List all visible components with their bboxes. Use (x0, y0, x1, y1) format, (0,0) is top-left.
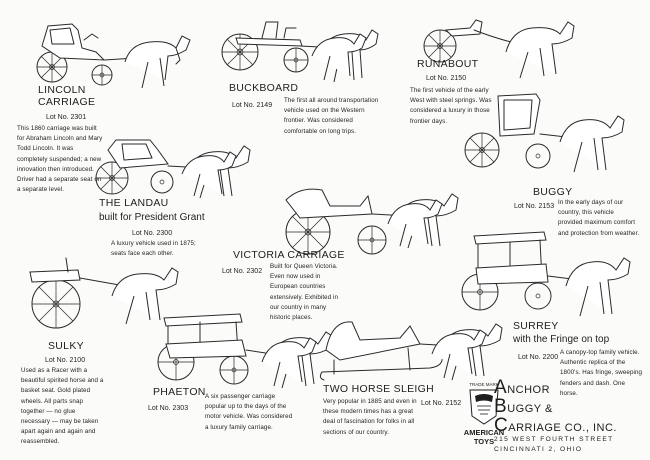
surrey-illustration (461, 231, 631, 317)
two-horse-sleigh-illustration (319, 321, 503, 381)
company-line1-rest: NCHOR (507, 384, 551, 396)
company-line3-rest: ARRIAGE CO., INC. (508, 422, 617, 434)
company-initial-c: C (494, 415, 509, 436)
sleigh-lot-number: Lot No. 2152 (421, 400, 462, 407)
runabout-name: RUNABOUT (417, 58, 479, 70)
badge-top-text: TRADE MARK (469, 382, 499, 387)
phaeton-description: A six passenger carriage popular up to t… (205, 393, 293, 431)
badge-word2: TOYS (474, 437, 494, 446)
phaeton-lot-number: Lot No. 2303 (148, 405, 189, 412)
buggy-lot-number: Lot No. 2153 (514, 203, 555, 210)
runabout-description: The first vehicle of the early West with… (410, 87, 492, 125)
american-toys-badge: TRADE MARK AMERICAN TOYS (464, 382, 504, 446)
surrey-lot-number: Lot No. 2200 (518, 354, 559, 361)
landau-illustration (95, 139, 251, 199)
buckboard-description: The first all around transportation vehi… (284, 97, 379, 135)
victoria-description: Built for Queen Victoria. Even now used … (270, 263, 339, 322)
buggy-name: BUGGY (533, 186, 573, 198)
company-line-1: ANCHOR (494, 378, 550, 397)
lincoln-name-line2: CARRIAGE (38, 96, 96, 108)
buggy-illustration (464, 93, 625, 173)
phaeton-illustration (157, 313, 333, 389)
victoria-carriage-illustration (285, 188, 459, 255)
sleigh-name: TWO HORSE SLEIGH (323, 383, 434, 395)
lincoln-carriage-name: LINCOLN CARRIAGE (38, 84, 95, 108)
company-initial-a: A (494, 377, 508, 398)
landau-lot-number: Lot No. 2300 (132, 230, 173, 237)
company-line-2: BUGGY & (494, 397, 553, 416)
victoria-name: VICTORIA CARRIAGE (233, 249, 345, 261)
lincoln-carriage-illustration (36, 23, 191, 89)
landau-name: THE LANDAU (99, 197, 169, 209)
surrey-description: A canopy-top family vehicle. Authentic r… (560, 349, 643, 397)
phaeton-name: PHAETON (153, 386, 206, 398)
landau-subtitle: built for President Grant (99, 212, 205, 223)
runabout-illustration (423, 19, 575, 79)
company-line2-rest: UGGY & (507, 403, 553, 415)
lincoln-lot-number: Lot No. 2301 (46, 114, 87, 121)
buckboard-name: BUCKBOARD (229, 82, 299, 94)
sulky-name: SULKY (48, 340, 84, 352)
victoria-lot-number: Lot No. 2302 (222, 268, 263, 275)
sulky-description: Used as a Racer with a beautiful spirite… (21, 367, 104, 446)
landau-description: A luxury vehicle used in 1875; seats fac… (111, 240, 196, 258)
buckboard-illustration (221, 21, 379, 83)
surrey-name: SURREY with the Fringe on top (513, 320, 609, 346)
company-address-street: 215 WEST FOURTH STREET (494, 436, 614, 443)
company-line-3: CARRIAGE CO., INC. (494, 416, 617, 435)
sulky-lot-number: Lot No. 2100 (45, 357, 86, 364)
sleigh-description: Very popular in 1885 and even in these m… (323, 398, 417, 436)
lincoln-name-line1: LINCOLN (38, 84, 86, 96)
sulky-illustration (29, 257, 179, 329)
surrey-name-line1: SURREY (513, 320, 559, 332)
buckboard-lot-number: Lot No. 2149 (232, 102, 273, 109)
company-address-city: CINCINNATI 2, OHIO (494, 446, 583, 453)
lincoln-description: This 1860 carriage was built for Abraham… (17, 125, 103, 194)
badge-word1: AMERICAN (464, 428, 504, 437)
runabout-lot-number: Lot No. 2150 (426, 75, 467, 82)
surrey-name-line2: with the Fringe on top (513, 334, 610, 345)
company-initial-b: B (494, 396, 508, 417)
buggy-description: In the early days of our country, this v… (558, 199, 640, 237)
